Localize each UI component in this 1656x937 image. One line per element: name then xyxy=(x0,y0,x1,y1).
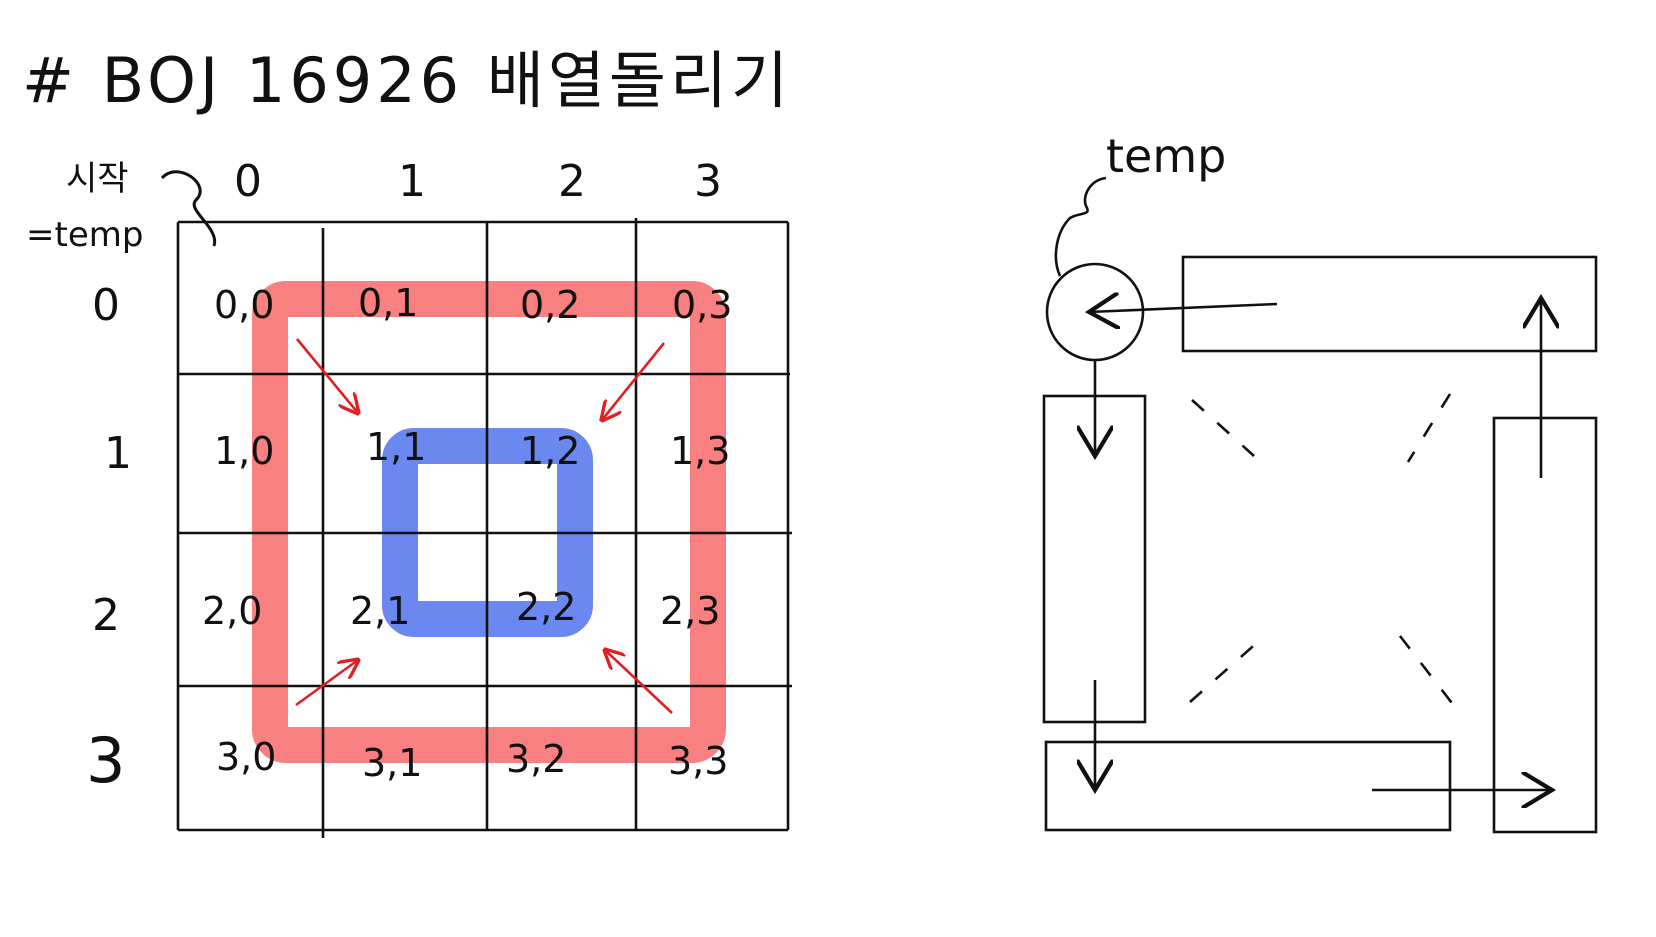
dashed-diagonal-top-left xyxy=(1191,399,1255,457)
row-header-0: 0 xyxy=(92,280,120,331)
temp-label: temp xyxy=(1106,129,1226,183)
grid-lines xyxy=(176,218,792,838)
array-grid: 0 1 2 3 0 1 2 3 0,0 0,1 0,2 0,3 1,0 1,1 … xyxy=(86,156,792,838)
cell-2-3: 2,3 xyxy=(660,589,720,633)
cell-1-1: 1,1 xyxy=(366,425,426,469)
top-bar xyxy=(1181,255,1598,353)
arrow-top-into-temp xyxy=(1089,304,1278,312)
cell-3-2: 3,2 xyxy=(506,737,566,781)
column-header-1: 1 xyxy=(398,156,426,207)
rotation-flow-diagram: temp xyxy=(1042,129,1598,834)
arrow-bottom-right xyxy=(605,650,673,714)
start-pointer-curve xyxy=(160,170,217,247)
temp-pointer-curve xyxy=(1054,176,1107,277)
dashed-diagonal-bottom-left xyxy=(1189,639,1261,703)
page-title: # BOJ 16926 배열돌리기 xyxy=(22,44,792,117)
bottom-bar xyxy=(1044,740,1452,832)
start-note-line2: =temp xyxy=(26,215,143,255)
cell-2-1: 2,1 xyxy=(350,589,410,633)
arrow-top-right xyxy=(602,342,666,420)
row-header-2: 2 xyxy=(92,590,120,641)
cell-3-3: 3,3 xyxy=(668,739,728,783)
cell-3-0: 3,0 xyxy=(216,735,276,779)
column-header-2: 2 xyxy=(558,156,586,207)
cell-0-2: 0,2 xyxy=(520,283,580,327)
arrow-bottom-left xyxy=(295,660,358,707)
dashed-diagonal-top-right xyxy=(1406,393,1452,463)
row-header-3: 3 xyxy=(86,724,125,797)
cell-0-3: 0,3 xyxy=(672,283,732,327)
arrow-top-left xyxy=(295,338,358,413)
column-header-0: 0 xyxy=(234,156,262,207)
cell-0-0: 0,0 xyxy=(214,283,274,327)
outer-rotation-ring xyxy=(252,281,726,763)
cell-0-1: 0,1 xyxy=(358,281,418,325)
row-header-1: 1 xyxy=(104,428,132,479)
cell-1-0: 1,0 xyxy=(214,429,274,473)
start-note-line1: 시작 xyxy=(66,159,129,199)
cell-2-2: 2,2 xyxy=(516,585,576,629)
cell-2-0: 2,0 xyxy=(202,589,262,633)
cell-1-3: 1,3 xyxy=(670,429,730,473)
dashed-diagonal-bottom-right xyxy=(1398,635,1464,717)
inward-arrows xyxy=(295,338,673,714)
column-header-3: 3 xyxy=(694,156,722,207)
cell-3-1: 3,1 xyxy=(362,741,422,785)
cell-1-2: 1,2 xyxy=(520,429,580,473)
right-bar xyxy=(1492,416,1598,834)
